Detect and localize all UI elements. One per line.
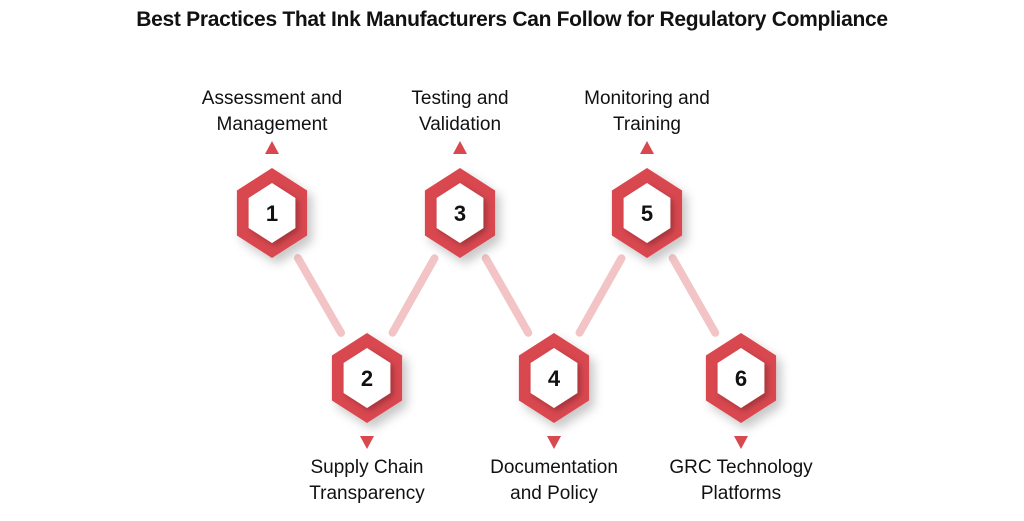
arrow-up-icon [640, 141, 654, 154]
hexagon-inner [717, 348, 765, 408]
step-number: 5 [641, 201, 653, 226]
label-line-2: Validation [418, 114, 502, 135]
label-line-2: and Policy [510, 483, 598, 504]
label-line-2: Transparency [309, 483, 425, 504]
label-line-2: Training [613, 114, 681, 135]
label-line-1: Supply Chain [310, 457, 424, 478]
connector-line [481, 254, 533, 337]
arrow-down-icon [734, 436, 748, 449]
hexagon-inner [623, 183, 671, 243]
step-number: 1 [266, 201, 278, 226]
arrow-down-icon [360, 436, 374, 449]
hexagon-inner [436, 183, 484, 243]
step-6-node: 6 [705, 333, 777, 449]
hexagon-inner [248, 183, 296, 243]
step-5-node: 5 [611, 141, 683, 258]
connector-line [388, 254, 439, 337]
step-number: 3 [454, 201, 466, 226]
label-line-1: Assessment and [201, 88, 343, 109]
arrow-down-icon [547, 436, 561, 449]
label-line-2: Management [216, 114, 328, 135]
step-number: 2 [361, 366, 373, 391]
diagram-title: Best Practices That Ink Manufacturers Ca… [136, 8, 888, 31]
step-number: 6 [735, 366, 747, 391]
step-3-node: 3 [424, 141, 496, 258]
connector-line [293, 254, 346, 337]
label-line-2: Platforms [700, 483, 782, 504]
arrow-up-icon [453, 141, 467, 154]
step-2-node: 2 [331, 333, 403, 449]
connector-line [668, 254, 720, 337]
label-line-1: GRC Technology [669, 457, 813, 478]
step-number: 4 [548, 366, 561, 391]
step-4-node: 4 [518, 333, 590, 449]
hexagon-inner [530, 348, 578, 408]
arrow-up-icon [265, 141, 279, 154]
label-line-1: Documentation [490, 457, 618, 478]
step-4-label: Documentation and Policy [454, 455, 654, 507]
step-1-node: 1 [236, 141, 308, 258]
connector-line [575, 254, 626, 337]
label-line-1: Testing and [411, 88, 509, 109]
hexagon-inner [343, 348, 391, 408]
label-line-1: Monitoring and [584, 88, 710, 109]
